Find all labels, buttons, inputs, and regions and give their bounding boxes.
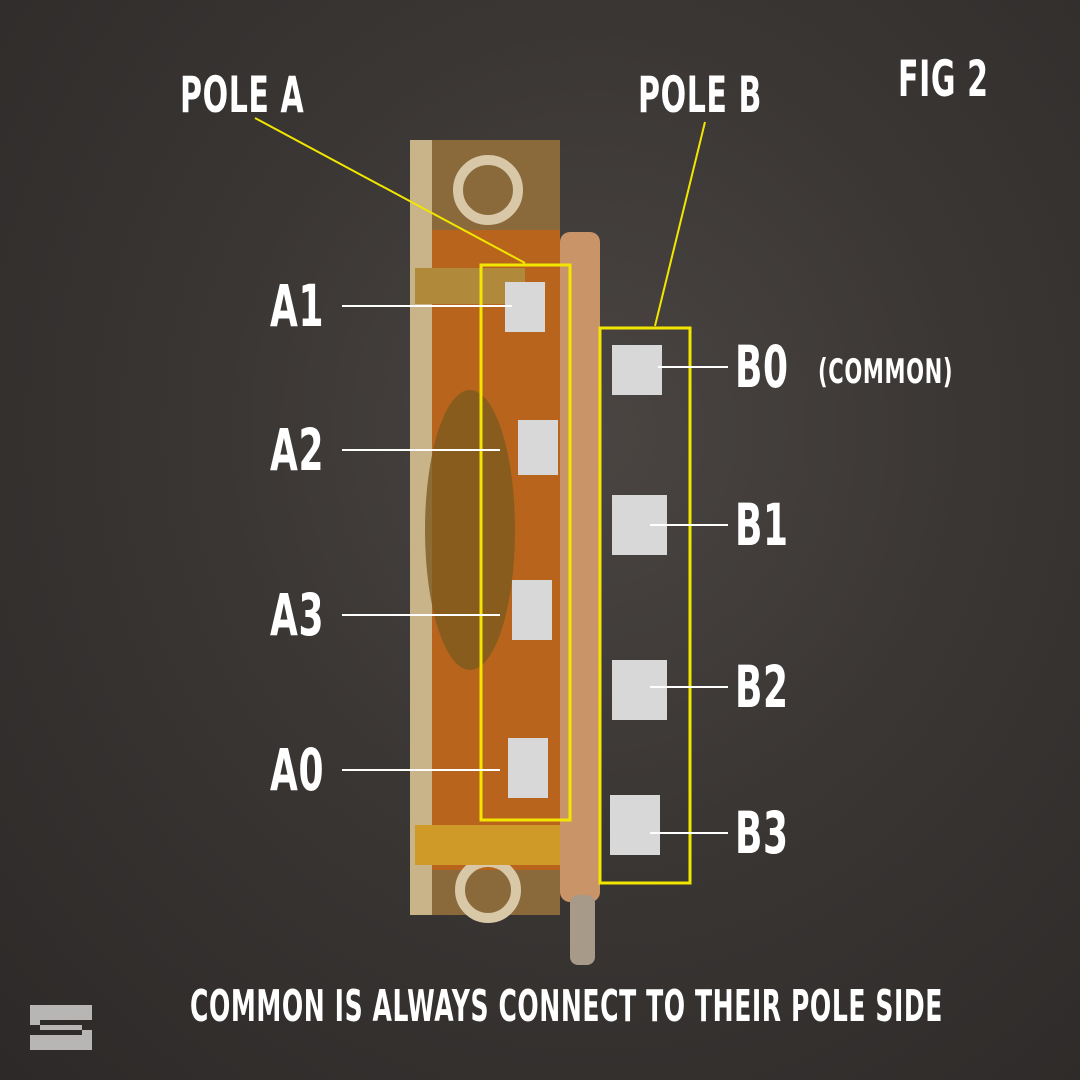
pole-b-leader xyxy=(654,121,706,327)
terminal-a3: A3 xyxy=(270,581,325,649)
terminal-b3: B3 xyxy=(735,799,789,867)
terminal-a1: A1 xyxy=(270,272,325,340)
mount-hole-top xyxy=(453,155,523,225)
pole-b-label: POLE B xyxy=(638,66,763,124)
common-note: (COMMON) xyxy=(818,352,954,392)
switch-wafer xyxy=(560,232,600,902)
switch-lever xyxy=(570,895,595,965)
switch-gear xyxy=(425,390,515,670)
caption: COMMON IS ALWAYS CONNECT TO THEIR POLE S… xyxy=(190,981,944,1032)
terminal-b1: B1 xyxy=(735,491,789,559)
terminal-b0: B0 xyxy=(735,333,789,401)
figure-label: FIG 2 xyxy=(898,50,989,108)
terminal-leaders xyxy=(342,305,728,834)
pole-a-leader xyxy=(254,117,526,264)
terminal-b2: B2 xyxy=(735,653,789,721)
pole-a-box xyxy=(479,263,572,822)
terminal-a0: A0 xyxy=(270,736,325,804)
switch-rod-bottom xyxy=(415,825,565,865)
switch-frame-side xyxy=(410,140,432,915)
pole-b-lugs xyxy=(610,345,667,855)
pole-a-label: POLE A xyxy=(180,66,305,124)
brand-logo xyxy=(30,1005,92,1050)
pole-b-box xyxy=(598,326,692,885)
terminal-a2: A2 xyxy=(270,416,325,484)
